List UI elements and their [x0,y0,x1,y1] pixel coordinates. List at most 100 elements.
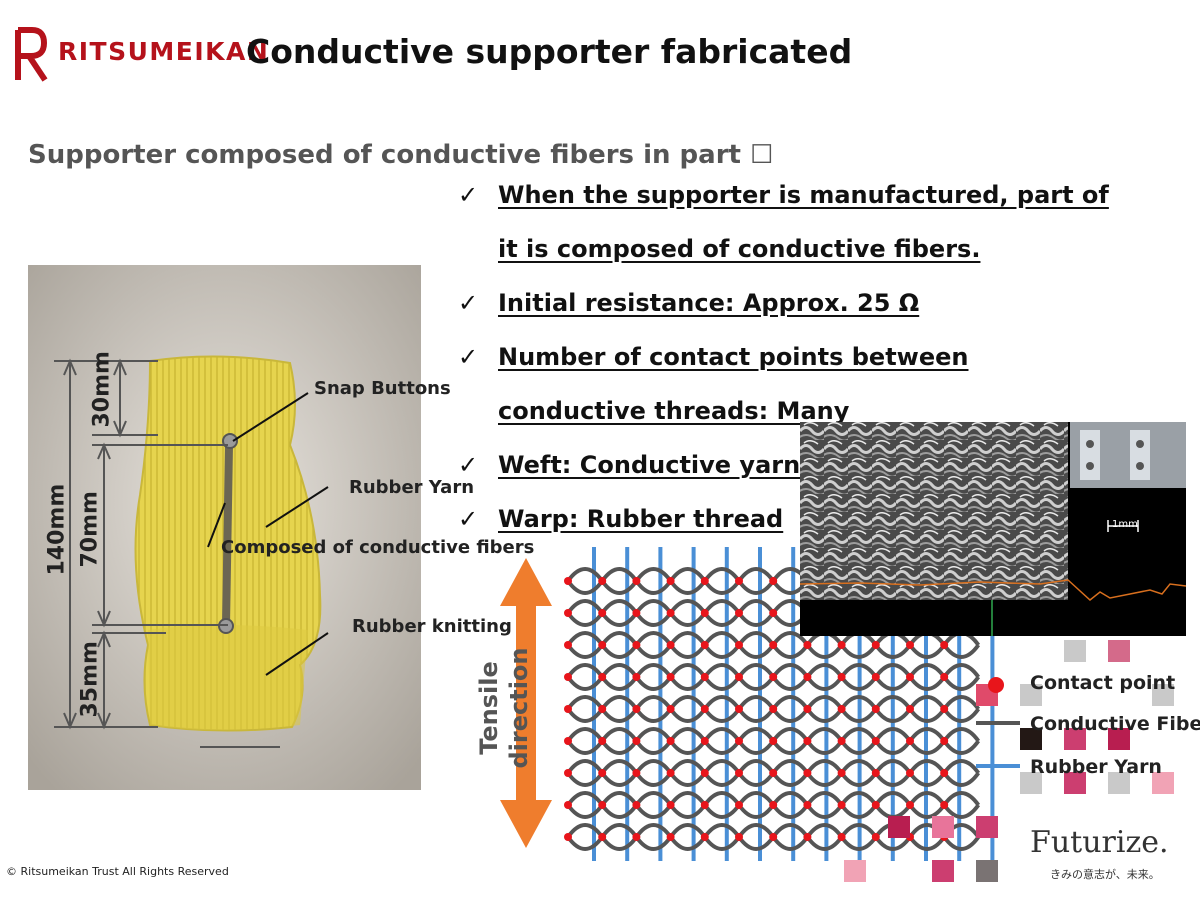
contact-point [940,801,949,809]
list-item: ✓Weft: Conductive yarn [458,438,1158,492]
contact-point [564,673,572,681]
list-item: ✓When the supporter is manufactured, par… [458,168,1158,276]
contact-point [700,673,709,681]
contact-point [769,737,778,745]
contact-point [598,705,607,713]
label-rubber-knitting: Rubber knitting [352,616,512,637]
contact-point [598,577,607,585]
contact-point [700,769,709,777]
contact-point [940,641,949,649]
legend-symbols [976,677,1020,768]
check-icon: ✓ [458,343,479,371]
contact-point [837,641,846,649]
futurize-logo: Futurize. [1030,825,1169,860]
contact-point [632,833,641,841]
contact-point [632,641,641,649]
supporter-photo [28,265,421,790]
contact-point [700,641,709,649]
contact-point [598,737,607,745]
legend-contact-point: Contact point [1030,672,1176,694]
contact-point [837,801,846,809]
contact-point [803,673,812,681]
contact-point [564,609,572,617]
contact-point [666,641,675,649]
check-icon: ✓ [458,505,479,533]
contact-point [632,577,641,585]
contact-point [837,705,846,713]
contact-point [666,801,675,809]
legend-rubber-yarn: Rubber Yarn [1030,756,1162,778]
contact-point-icon [988,677,1004,693]
feature-list: ✓When the supporter is manufactured, par… [458,168,1158,546]
contact-point [735,577,743,585]
contact-point [632,801,641,809]
contact-point [564,801,572,809]
micrograph-image: 1mm [800,422,1186,636]
label-conductive-fibers: Composed of conductive fibers [221,537,535,558]
contact-point [803,737,812,745]
contact-point [735,705,743,713]
contact-point [940,673,949,681]
contact-point [564,769,572,777]
contact-point [871,673,880,681]
list-item: ✓Initial resistance: Approx. 25 Ω [458,276,1158,330]
contact-point [632,769,641,777]
contact-point [837,833,846,841]
contact-point [803,641,812,649]
contact-point [735,609,743,617]
contact-point [803,801,812,809]
contact-point [837,769,846,777]
contact-point [871,641,880,649]
ritsumeikan-logo-icon [15,27,48,82]
contact-point [940,769,949,777]
contact-point [769,641,778,649]
futurize-tagline: きみの意志が、未来。 [1050,868,1160,881]
contact-point [871,801,880,809]
contact-point [769,705,778,713]
contact-point [700,737,709,745]
section-subtitle: Supporter composed of conductive fibers … [28,140,774,170]
contact-point [598,609,607,617]
scale-label: 1mm [1112,519,1138,530]
contact-point [871,769,880,777]
contact-point [598,833,607,841]
contact-point [666,705,675,713]
contact-point [735,833,743,841]
contact-point [871,833,880,841]
contact-point [666,737,675,745]
contact-point [700,801,709,809]
contact-point [906,801,914,809]
contact-point [564,737,572,745]
contact-point [769,577,778,585]
contact-point [666,769,675,777]
contact-point [564,833,572,841]
contact-point [632,705,641,713]
contact-point [564,641,572,649]
contact-point [769,673,778,681]
contact-point [769,609,778,617]
contact-point [940,705,949,713]
contact-point [735,641,743,649]
contact-point [735,801,743,809]
list-item: ✓Warp: Rubber thread [458,492,1158,546]
contact-point [598,641,607,649]
copyright: © Ritsumeikan Trust All Rights Reserved [6,865,229,878]
contact-point [769,801,778,809]
dim-top: 30mm [89,351,115,428]
legend-conductive-fiber: Conductive Fiber [1030,713,1200,735]
contact-point [666,609,675,617]
contact-point [700,609,709,617]
contact-point [940,737,949,745]
contact-point [735,673,743,681]
contact-point [906,673,914,681]
contact-point [906,769,914,777]
check-icon: ✓ [458,451,479,479]
contact-point [735,737,743,745]
contact-point [700,705,709,713]
contact-point [871,705,880,713]
contact-point [906,641,914,649]
dim-bottom: 35mm [77,641,103,718]
check-icon: ✓ [458,289,479,317]
dim-total: 140mm [44,483,70,576]
contact-point [666,673,675,681]
